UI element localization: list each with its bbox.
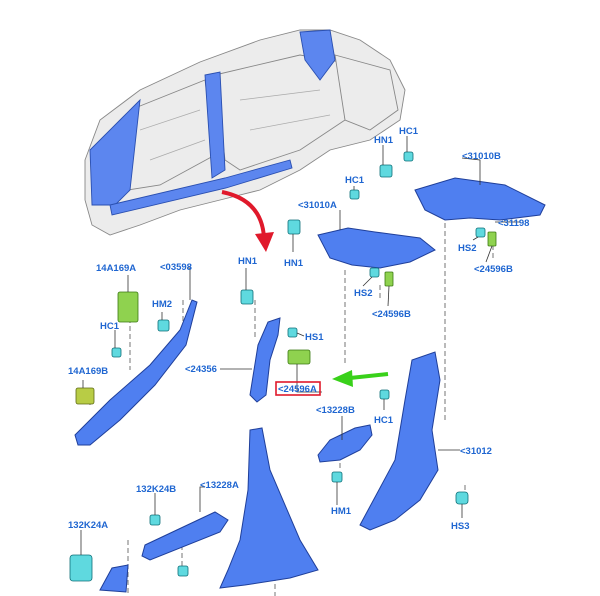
- clip-hm2: [157, 319, 170, 332]
- clip-14a169a: [117, 291, 139, 323]
- part-labels: HN1 HC1 <31010B HC1 <31010A HN1 <31198 H…: [68, 126, 529, 532]
- label-31010b[interactable]: <31010B: [462, 151, 501, 162]
- label-hs1[interactable]: HS1: [305, 332, 324, 343]
- label-24596b-right[interactable]: <24596B: [474, 264, 513, 275]
- vehicle-body-shell: [84, 29, 406, 236]
- clip-hm1: [331, 471, 343, 483]
- red-direction-arrow: [221, 190, 266, 239]
- red-arrow-head: [255, 232, 274, 252]
- clip-hc1-mid: [349, 189, 360, 200]
- leader-lines: [80, 136, 520, 555]
- clip-hn1-mid: [287, 219, 301, 235]
- clip-132k24b: [149, 514, 161, 526]
- clip-hs2-mid: [369, 267, 380, 278]
- label-24596b-mid[interactable]: <24596B: [372, 309, 411, 320]
- label-hc1-left[interactable]: HC1: [100, 321, 120, 332]
- green-direction-arrow: [349, 372, 389, 380]
- b-pillar-upper-trim-24356[interactable]: [249, 317, 281, 403]
- label-hm1[interactable]: HM1: [331, 506, 352, 517]
- clip-132k24a: [69, 554, 93, 582]
- label-hs2-mid[interactable]: HS2: [354, 288, 372, 299]
- label-31198[interactable]: <31198: [498, 218, 529, 229]
- label-hs3[interactable]: HS3: [451, 521, 469, 532]
- label-132k24a[interactable]: 132K24A: [68, 520, 108, 531]
- label-hs2-right[interactable]: HS2: [458, 243, 476, 254]
- rear-scuff-plate-13228b[interactable]: [317, 424, 373, 463]
- quarter-trim-31010a[interactable]: [317, 227, 436, 269]
- clip-24596b-mid: [384, 271, 394, 287]
- label-hc1-mid[interactable]: HC1: [345, 175, 365, 186]
- label-hc1-top[interactable]: HC1: [399, 126, 419, 137]
- label-03598[interactable]: <03598: [160, 262, 192, 273]
- label-13228b[interactable]: <13228B: [316, 405, 355, 416]
- label-14a169b[interactable]: 14A169B: [68, 366, 108, 377]
- clip-hs2-right: [475, 227, 486, 238]
- front-scuff-plate-13228a[interactable]: [141, 511, 229, 561]
- label-hn1-mid[interactable]: HN1: [284, 258, 304, 269]
- a-pillar-trim-03598[interactable]: [74, 299, 198, 446]
- label-hm2[interactable]: HM2: [152, 299, 172, 310]
- clip-hc1-left: [111, 347, 122, 358]
- label-24596a[interactable]: <24596A: [278, 384, 317, 395]
- label-24356[interactable]: <24356: [185, 364, 217, 375]
- clip-24596a: [287, 349, 311, 365]
- clip-fasteners: [69, 151, 497, 582]
- cowl-side-trim-fragment[interactable]: [99, 564, 129, 593]
- clip-hn1-left: [240, 289, 254, 305]
- label-31010a[interactable]: <31010A: [298, 200, 337, 211]
- label-132k24b[interactable]: 132K24B: [136, 484, 176, 495]
- label-hn1-left[interactable]: HN1: [238, 256, 258, 267]
- clip-hs3: [455, 491, 469, 505]
- clip-13228a-lower: [177, 565, 189, 577]
- clip-14a169b: [75, 387, 95, 405]
- label-31012[interactable]: <31012: [460, 446, 492, 457]
- clip-hn1-top: [379, 164, 393, 178]
- clip-hc1-lower: [379, 389, 390, 400]
- label-13228a[interactable]: <13228A: [200, 480, 239, 491]
- highlight-box-24596a: [275, 381, 321, 396]
- label-14a169a[interactable]: 14A169A: [96, 263, 136, 274]
- clip-hs1: [287, 327, 298, 338]
- clip-hc1-top: [403, 151, 414, 162]
- label-hn1-top[interactable]: HN1: [374, 135, 394, 146]
- quarter-lower-trim-31012[interactable]: [359, 351, 441, 531]
- label-hc1-lower[interactable]: HC1: [374, 415, 394, 426]
- clip-24596b-right: [487, 231, 497, 247]
- b-pillar-lower-trim[interactable]: [219, 427, 319, 589]
- green-arrow-head: [332, 370, 353, 387]
